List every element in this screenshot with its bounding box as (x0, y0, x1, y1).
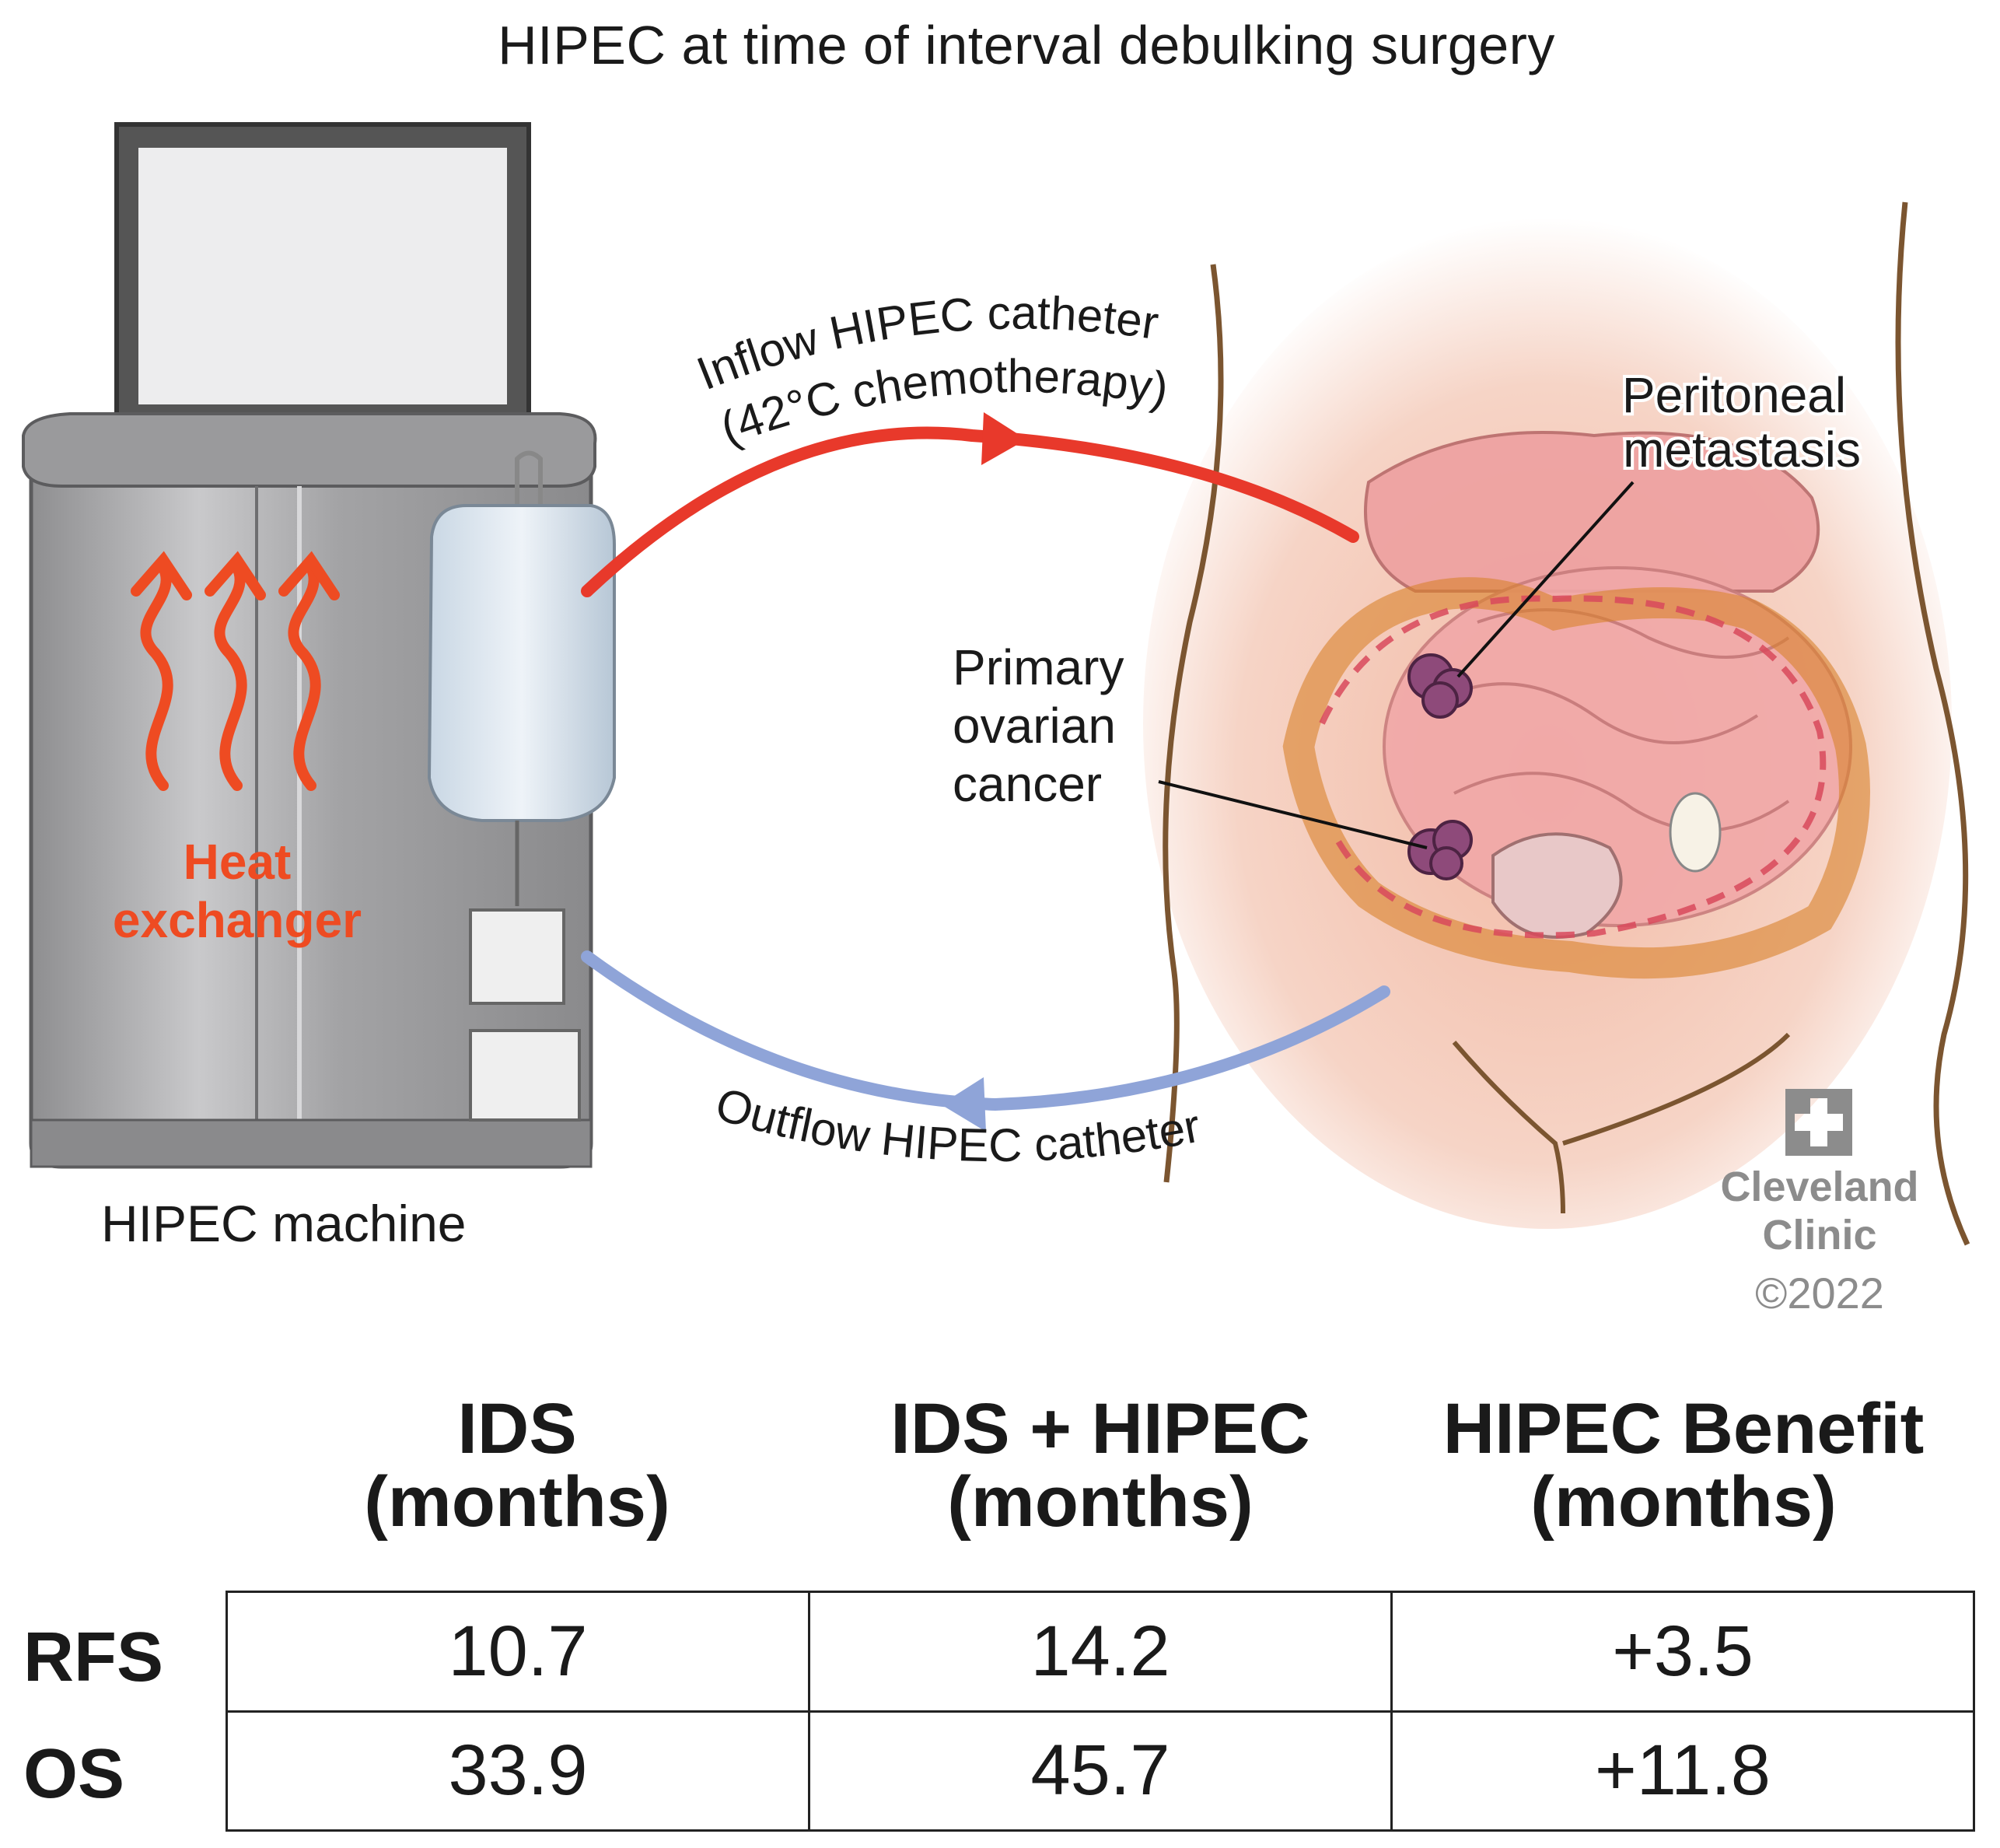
cell-os-ids: 33.9 (226, 1710, 810, 1832)
cell-rfs-benefit: +3.5 (1390, 1591, 1975, 1713)
cell-rfs-ids-hipec: 14.2 (808, 1591, 1393, 1713)
cell-rfs-ids: 10.7 (226, 1591, 810, 1713)
abdomen-illustration (1143, 201, 1970, 1246)
cleveland-clinic-logo-icon (1785, 1089, 1852, 1156)
values-grid: 10.7 14.2 +3.5 33.9 45.7 +11.8 (226, 1591, 1975, 1832)
results-table: IDS (months) IDS + HIPEC (months) HIPEC … (0, 1392, 2000, 1843)
column-header-benefit: HIPEC Benefit (months) (1442, 1389, 1925, 1542)
outflow-catheter (581, 950, 1390, 1111)
peritoneal-pointer (1456, 481, 1635, 678)
primary-label-line2: ovarian (953, 698, 1116, 754)
logo-text: Cleveland Clinic (1703, 1163, 1936, 1259)
outflow-arrowhead (941, 1077, 986, 1132)
table-row: 10.7 14.2 +3.5 (226, 1591, 1975, 1713)
cell-os-ids-hipec: 45.7 (808, 1710, 1393, 1832)
inflow-catheter (581, 426, 1359, 597)
column-header-ids: IDS (months) (364, 1389, 670, 1542)
primary-pointer (1158, 780, 1428, 849)
logo-line2: Clinic (1762, 1212, 1877, 1258)
machine-label: HIPEC machine (101, 1195, 467, 1252)
peritoneal-label-line1: Peritoneal (1622, 367, 1846, 423)
heat-label-line1: Heat (184, 834, 292, 890)
logo-year: ©2022 (1755, 1269, 1884, 1318)
table-row: 33.9 45.7 +11.8 (226, 1710, 1975, 1832)
peritoneal-label-line2: metastasis (1623, 422, 1861, 478)
row-label-rfs: RFS (23, 1619, 163, 1696)
monitor (114, 122, 531, 430)
primary-label-line1: Primary (953, 639, 1124, 695)
row-label-os: OS (23, 1735, 125, 1813)
iv-bag (427, 450, 616, 1122)
column-header-ids-hipec: IDS + HIPEC (months) (890, 1389, 1310, 1542)
cell-os-benefit: +11.8 (1390, 1710, 1975, 1832)
heat-label-line2: exchanger (113, 892, 362, 948)
hipec-illustration: Heat exchanger (22, 122, 1970, 1246)
logo-line1: Cleveland (1720, 1164, 1919, 1210)
primary-label-line3: cancer (953, 756, 1102, 812)
diagram-title: HIPEC at time of interval debulking surg… (498, 15, 1555, 75)
heat-arrows (131, 551, 340, 791)
inflow-arrowhead (981, 412, 1026, 465)
